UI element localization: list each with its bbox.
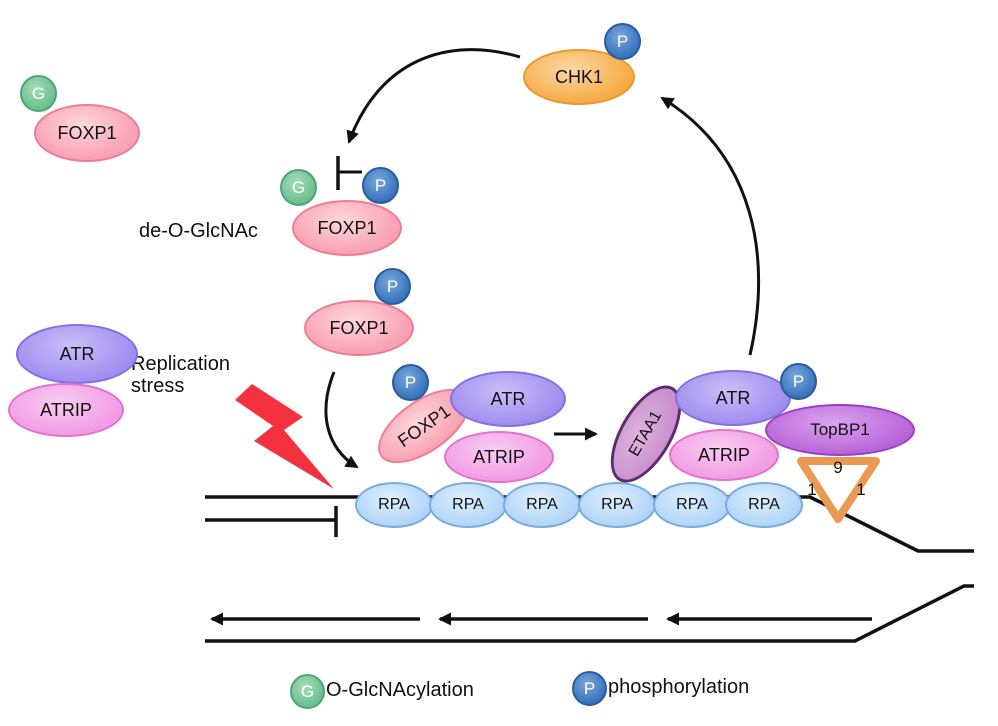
atr-label: ATR bbox=[715, 387, 751, 408]
phospho-badge-chk1: P bbox=[604, 23, 641, 60]
signal-arrows bbox=[324, 48, 761, 469]
topbp1-label: TopBP1 bbox=[810, 420, 870, 439]
dna-bottom-strand bbox=[205, 584, 974, 643]
de-o-glcnac-label: de-O-GlcNAc bbox=[139, 220, 258, 242]
legend-g-icon: G bbox=[290, 674, 325, 709]
o-glcnac-badge: G bbox=[20, 75, 57, 112]
atrip-label: ATRIP bbox=[698, 444, 750, 465]
atr-node-standby: ATR bbox=[16, 324, 138, 384]
foxp1-label: FOXP1 bbox=[329, 317, 389, 338]
legend-p-text: phosphorylation bbox=[608, 676, 750, 698]
rpa-node: RPA bbox=[503, 482, 581, 528]
p-badge-label: P bbox=[616, 31, 629, 51]
legend-p-icon: P bbox=[572, 671, 607, 706]
p-badge-label: P bbox=[792, 371, 805, 391]
rpa-label: RPA bbox=[748, 496, 780, 513]
foxp1-label: FOXP1 bbox=[317, 217, 377, 238]
replication-stress-line2: stress bbox=[131, 375, 185, 397]
atrip-label: ATRIP bbox=[40, 399, 92, 420]
atr-label: ATR bbox=[490, 388, 526, 409]
phospho-badge-foxp1-on-fork: P bbox=[392, 364, 429, 401]
lightning-bolt-icon bbox=[235, 384, 334, 489]
atrip-node-active: ATRIP bbox=[669, 429, 779, 481]
atr-node-active: ATR bbox=[675, 370, 791, 426]
rpa-node: RPA bbox=[578, 482, 656, 528]
arrow-foxp1-to-fork bbox=[324, 371, 359, 469]
p-badge-label: P bbox=[374, 175, 387, 195]
atrip-node-fork: ATRIP bbox=[444, 431, 554, 483]
rpa-node: RPA bbox=[355, 482, 433, 528]
phospho-badge-foxp1: P bbox=[374, 268, 411, 305]
phospho-badge-foxp1-de-glcnac: P bbox=[362, 167, 399, 204]
p-badge-label: P bbox=[404, 372, 417, 392]
foxp1-node-de-glcnac: FOXP1 bbox=[292, 200, 402, 256]
p-badge-label: P bbox=[583, 678, 596, 698]
rpa-label: RPA bbox=[526, 496, 558, 513]
rpa-node: RPA bbox=[725, 482, 803, 528]
etaa1-label: ETAA1 bbox=[625, 408, 666, 460]
atrip-node-standby: ATRIP bbox=[8, 383, 124, 437]
arrow-chk1-to-foxp1 bbox=[346, 48, 521, 144]
g-badge-label: G bbox=[300, 681, 315, 701]
legend-g-text: O-GlcNAcylation bbox=[326, 679, 474, 701]
clamp-subunit-1-right: 1 bbox=[856, 480, 866, 499]
replication-stress-line1: Replication bbox=[131, 353, 230, 375]
g-badge-label: G bbox=[291, 177, 306, 197]
rpa-label: RPA bbox=[676, 496, 708, 513]
arrow-complex-to-chk1 bbox=[660, 96, 761, 356]
clamp-subunit-9: 9 bbox=[833, 458, 843, 477]
atrip-label: ATRIP bbox=[473, 446, 525, 467]
atr-node-fork: ATR bbox=[450, 371, 566, 427]
replication-stress-label: Replication stress bbox=[131, 353, 230, 397]
rpa-label: RPA bbox=[378, 496, 410, 513]
rpa-label: RPA bbox=[452, 496, 484, 513]
p-badge-label: P bbox=[386, 276, 399, 296]
911-clamp-triangle bbox=[797, 457, 880, 523]
g-badge-label: G bbox=[31, 83, 46, 103]
rpa-node: RPA bbox=[653, 482, 731, 528]
atr-label: ATR bbox=[59, 343, 95, 364]
rpa-label: RPA bbox=[601, 496, 633, 513]
foxp1-node-phospho: FOXP1 bbox=[304, 300, 414, 356]
rpa-node: RPA bbox=[429, 482, 507, 528]
foxp1-label: FOXP1 bbox=[57, 122, 117, 143]
clamp-subunit-1-left: 1 bbox=[807, 480, 817, 499]
foxp1-node-top-left: FOXP1 bbox=[34, 104, 140, 162]
o-glcnac-badge-foxp1: G bbox=[280, 169, 317, 206]
chk1-label: CHK1 bbox=[554, 66, 603, 87]
phospho-badge-atr-active: P bbox=[780, 363, 817, 400]
topbp1-node: TopBP1 bbox=[765, 404, 915, 456]
